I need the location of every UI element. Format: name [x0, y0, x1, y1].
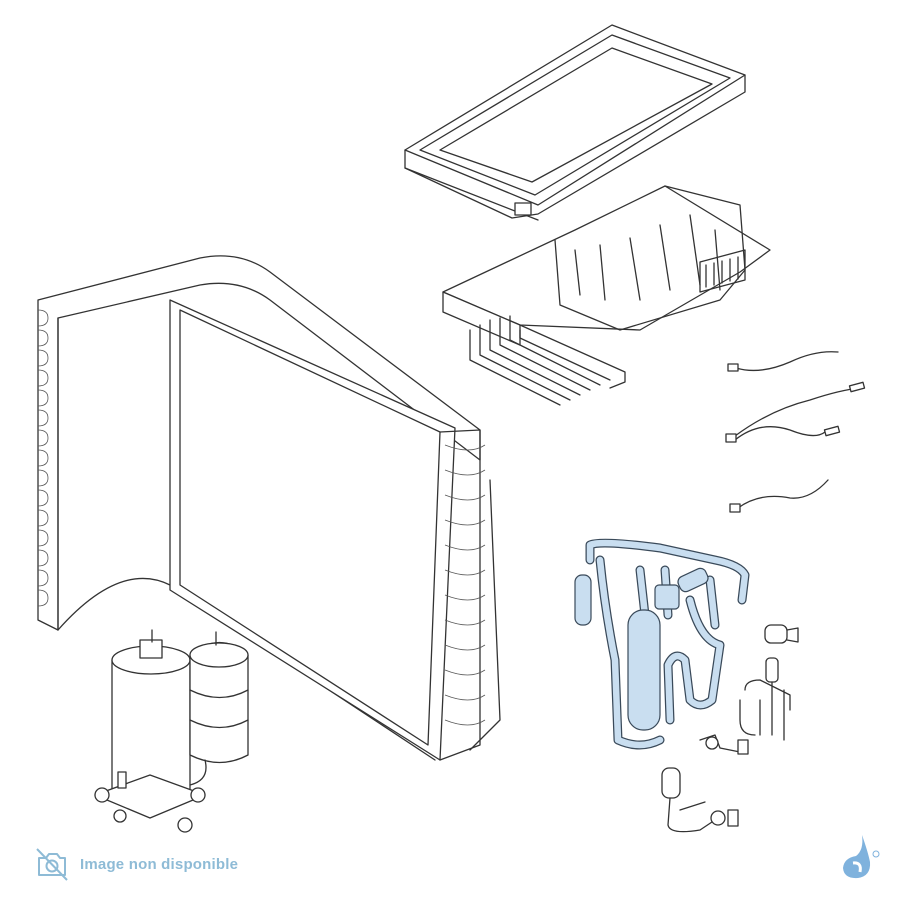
camera-off-icon — [36, 848, 68, 881]
image-unavailable-notice: Image non disponible — [34, 846, 238, 882]
brand-logo — [838, 832, 882, 887]
coil-hairpins-right — [444, 444, 501, 751]
temperature-sensor-1[interactable] — [727, 351, 839, 372]
image-unavailable-text: Image non disponible — [80, 855, 239, 873]
coil-hairpins-left — [37, 309, 49, 607]
temperature-sensor-2[interactable] — [725, 381, 866, 443]
reversing-valve-coil[interactable] — [764, 624, 799, 644]
filter-drier-part[interactable] — [661, 767, 719, 833]
control-box-part[interactable] — [442, 185, 771, 406]
temperature-sensor-3[interactable] — [729, 479, 829, 513]
service-valve-1[interactable] — [699, 734, 749, 755]
service-valve-2[interactable] — [710, 809, 739, 827]
top-cover-part[interactable] — [404, 24, 746, 221]
refrigerant-piping-assembly-highlighted[interactable] — [574, 538, 750, 750]
water-drop-logo — [843, 835, 880, 879]
compressor-part[interactable] — [94, 629, 249, 833]
condenser-coil-part[interactable] — [37, 255, 501, 761]
expansion-valve-part[interactable] — [739, 657, 791, 741]
wire-harness — [469, 315, 611, 406]
